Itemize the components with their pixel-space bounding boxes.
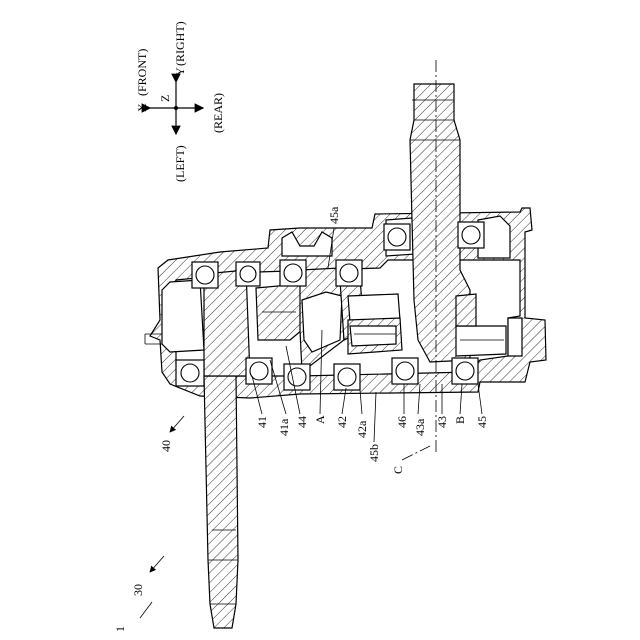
label-42: 42	[335, 416, 349, 428]
label-43: 43	[435, 416, 449, 428]
bearing-top-6	[458, 222, 484, 248]
bearing-top-4	[336, 260, 362, 286]
bearing-top-3	[280, 260, 306, 286]
bearing-top-2	[236, 262, 260, 286]
bearing-top-5	[384, 224, 410, 250]
label-43a: 43a	[413, 418, 427, 436]
axis-right-label: (RIGHT)	[173, 21, 187, 66]
label-1: 1	[113, 626, 127, 632]
label-B: B	[453, 416, 467, 424]
label-45b: 45b	[367, 444, 381, 462]
label-C: C	[391, 466, 405, 474]
label-46: 46	[395, 416, 409, 428]
label-30: 30	[131, 584, 145, 596]
bearing-bottom-5	[392, 358, 418, 384]
label-44: 44	[295, 416, 309, 428]
axis-rear-label: (REAR)	[211, 93, 225, 133]
axis-front-label: (FRONT)	[135, 49, 149, 96]
label-45: 45	[475, 416, 489, 428]
axis-x-label: X	[135, 103, 149, 112]
label-A: A	[313, 415, 327, 424]
first-shaft	[204, 270, 250, 628]
label-40: 40	[159, 440, 173, 452]
bearing-bottom-3	[284, 364, 310, 390]
axis-z-label: Z	[158, 95, 172, 102]
bearing-bottom-6	[452, 358, 478, 384]
bearing-bottom-4	[334, 364, 360, 390]
label-45a: 45a	[327, 206, 341, 224]
bearing-bottom-2	[246, 358, 272, 384]
label-41a: 41a	[277, 418, 291, 436]
bearing-top-1	[192, 262, 218, 288]
label-42a: 42a	[355, 420, 369, 438]
label-41: 41	[255, 416, 269, 428]
bearing-bottom-1	[176, 360, 204, 386]
axes-indicator: X (FRONT) Y (RIGHT) Z (REAR) (LEFT)	[135, 21, 225, 182]
axis-left-label: (LEFT)	[173, 145, 187, 182]
axis-y-label: Y	[173, 67, 187, 76]
